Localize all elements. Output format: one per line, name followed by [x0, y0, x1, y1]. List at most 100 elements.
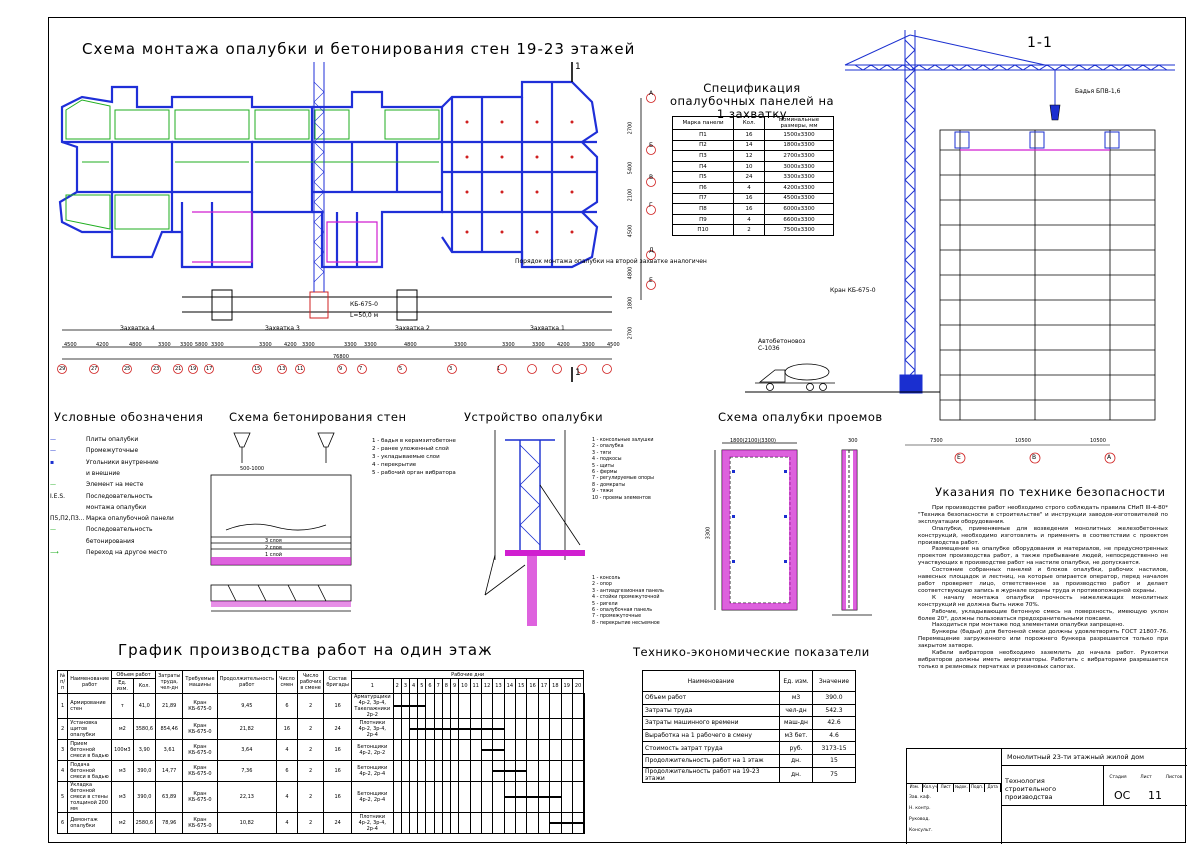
schedule-bar: [527, 796, 538, 798]
schedule-day-cell: [537, 718, 551, 740]
plan-axes-right: [640, 93, 656, 300]
plan-formwork: [65, 99, 440, 230]
schedule-cell: 3,61: [155, 739, 184, 761]
legend-text: Переход на другое место: [86, 549, 168, 556]
sched-day: 8: [441, 678, 451, 694]
tb-col: Дата: [985, 784, 1002, 792]
section-crane-label: Кран КБ-675-0: [830, 287, 876, 294]
plan-dim: 3300: [180, 342, 193, 348]
schedule-cell: 3580,6: [132, 718, 157, 740]
plan-dim-right: 1800: [627, 296, 634, 310]
sched-h-shifts: Число смен: [276, 670, 298, 694]
tep-h-value: Значение: [812, 670, 856, 692]
openings-dim-top: 1800(2100)(3300): [730, 438, 776, 444]
tep-h-name: Наименование: [642, 670, 780, 692]
schedule-cell: 16: [323, 739, 352, 761]
schedule-cell: 22,13: [216, 781, 278, 813]
legend-text: Последовательность: [86, 526, 153, 534]
sched-h-days: Рабочие дни: [350, 669, 585, 680]
schedule-bar: [410, 705, 418, 707]
crane-jib: [844, 34, 1175, 105]
spec-header-mark: Марка панели: [672, 116, 734, 130]
formwork-note: 3 - антиадгезионная панель: [592, 588, 664, 594]
plan-dim: 4800: [129, 342, 142, 348]
schedule-day-cell: [417, 760, 427, 782]
schedule-cell: м3: [111, 760, 134, 782]
tb-code: ОС: [1114, 789, 1131, 802]
tb-stage-col: Листов: [1165, 775, 1183, 780]
schedule-cell: 4: [56, 760, 69, 782]
plan-axis-label: 17: [206, 366, 213, 372]
plan-dim: 3300: [211, 342, 224, 348]
schedule-header-row: № п/п Наименование работ Объем работ Зат…: [56, 669, 585, 694]
schedule-cell: 41,0: [132, 693, 157, 719]
tb-divider: [1001, 765, 1187, 766]
schedule-cell: м3: [111, 781, 134, 813]
schedule-cell: 10,82: [216, 812, 278, 834]
sched-day: 5: [417, 678, 427, 694]
schedule-bar: [410, 728, 418, 730]
schedule-day-cell: [441, 781, 451, 813]
legend-symbol: —: [50, 447, 56, 455]
schedule-day-cell: [433, 812, 443, 834]
schedule-day-cell: [469, 718, 482, 740]
tb-role: Руковод.: [909, 817, 930, 822]
legend-text: Последовательность: [86, 492, 153, 500]
section-dim: 10500: [1015, 438, 1031, 444]
sched-day: 20: [571, 678, 585, 694]
plan-dim: 4200: [96, 342, 109, 348]
tep-table: Наименование Ед. изм. Значение Объем раб…: [642, 670, 856, 783]
plan-axis-label: 13: [279, 366, 286, 372]
plan-dim: 3300: [259, 342, 272, 348]
section-dim: 10500: [1090, 438, 1106, 444]
building-section: [939, 129, 1156, 421]
plan-total-dim: 76800: [333, 354, 349, 360]
tep-cell: 3173-15: [812, 741, 856, 755]
schedule-cell: Кран КБ-675-0: [182, 760, 218, 782]
sched-day: 12: [480, 678, 494, 694]
plan-axis-label: 29: [59, 366, 66, 372]
schedule-day-cell: [526, 739, 539, 761]
schedule-day-cell: [458, 812, 471, 834]
schedule-day-cell: [392, 812, 402, 834]
spec-header-row: Марка панели Кол. Номинальные размеры, м…: [672, 116, 834, 130]
schedule-day-cell: [458, 718, 471, 740]
spec-cell: 7500х3300: [764, 224, 834, 236]
plan-dim: 3300: [502, 342, 515, 348]
schedule-cell: 3: [56, 739, 69, 761]
schedule-cell: 3,64: [216, 739, 278, 761]
schedule-table: № п/п Наименование работ Объем работ Зат…: [56, 669, 586, 834]
schedule-day-cell: [400, 718, 411, 740]
tep-cell: 75: [812, 766, 856, 783]
tep-cell: 542.3: [812, 703, 856, 718]
schedule-bar: [516, 796, 527, 798]
schedule-cell: Кран КБ-675-0: [182, 718, 218, 740]
sched-day: 2: [392, 678, 402, 694]
schedule-day-cell: [503, 718, 517, 740]
schedule-day-cell: [480, 760, 494, 782]
schedule-day-cell: [480, 718, 494, 740]
spec-cell: П6: [672, 181, 734, 194]
concreting-drawing: [210, 432, 352, 612]
sched-day: 17: [537, 678, 551, 694]
tep-cell: дн.: [779, 753, 813, 768]
section-axis-label: Е: [957, 454, 961, 461]
schedule-bar: [401, 705, 410, 707]
schedule-day-cell: [560, 760, 573, 782]
plan-axis-label: 23: [153, 366, 160, 372]
spec-cell: П1: [672, 129, 734, 141]
schedule-day-cell: [571, 739, 585, 761]
plan-dim: 3300: [302, 342, 315, 348]
schedule-cell: 854,46: [155, 718, 184, 740]
tb-sheet-title: Технология строительного производства: [1005, 777, 1057, 801]
spec-cell: П9: [672, 213, 734, 226]
plan-dim: 3300: [454, 342, 467, 348]
plan-dim-right: 5400: [627, 161, 634, 175]
schedule-day-cell: [549, 781, 562, 813]
